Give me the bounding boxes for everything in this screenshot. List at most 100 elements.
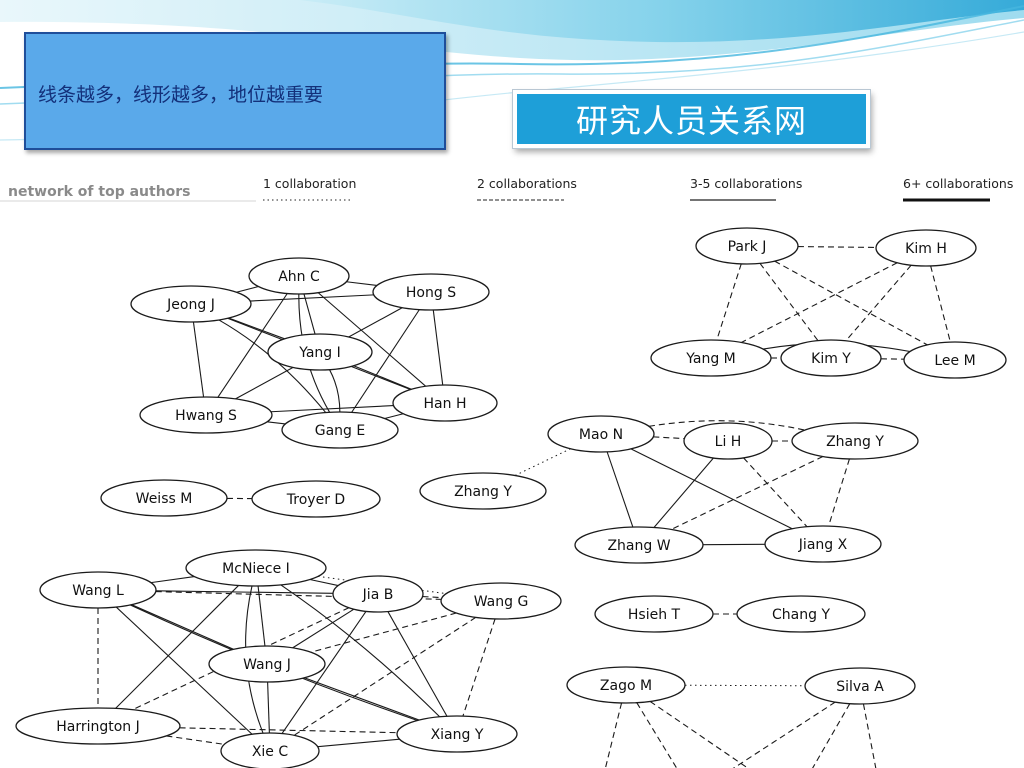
node-gang-e: Gang E <box>281 411 399 449</box>
node-ellipse-yang-m <box>650 339 772 377</box>
node-ellipse-wang-l <box>39 571 157 609</box>
node-weiss-m: Weiss M <box>100 479 228 517</box>
node-zhang-y-1: Zhang Y <box>791 422 919 460</box>
edge-kim-h-yang-m <box>741 262 898 343</box>
edge-kim-h-kim-y <box>845 264 912 342</box>
node-wang-g: Wang G <box>440 582 562 620</box>
node-ellipse-wang-j <box>208 645 326 683</box>
node-ellipse-harrington-j <box>15 707 181 745</box>
node-ellipse-park-j <box>695 227 799 265</box>
edge-zago-m-zago-out-a <box>604 702 623 768</box>
edge-wang-j-xie-c <box>267 681 270 734</box>
node-label-silva-a: Silva A <box>836 679 884 695</box>
node-ellipse-hsieh-t <box>594 595 714 633</box>
node-label-gang-e: Gang E <box>315 423 365 439</box>
node-label-xiang-y: Xiang Y <box>431 727 484 743</box>
edge-zago-m-zago-out-c <box>649 700 749 768</box>
node-mao-n: Mao N <box>547 415 655 453</box>
node-ellipse-weiss-m <box>100 479 228 517</box>
edge-ahn-c-yang-i <box>303 293 316 335</box>
edge-mcniece-i-wang-l <box>150 576 195 584</box>
node-label-hong-s: Hong S <box>406 285 456 301</box>
node-yang-m: Yang M <box>650 339 772 377</box>
legend-label-2: 2 collaborations <box>477 176 577 191</box>
node-ellipse-jeong-j <box>130 285 252 323</box>
edge-jia-b-wang-j <box>292 608 355 649</box>
edge-hwang-s-gang-e <box>266 421 286 425</box>
node-mcniece-i: McNiece I <box>185 549 327 587</box>
node-hwang-s: Hwang S <box>139 396 273 434</box>
legend-label-1: 1 collaboration <box>263 176 356 191</box>
node-ellipse-lee-m <box>903 341 1007 379</box>
edge-silva-a-silva-out-c <box>862 703 877 768</box>
edge-park-j-kim-y <box>759 263 819 341</box>
node-hsieh-t: Hsieh T <box>594 595 714 633</box>
node-label-xie-c: Xie C <box>252 744 289 760</box>
node-label-zhang-y-1: Zhang Y <box>826 434 884 450</box>
edge-hong-s-han-h <box>432 309 444 386</box>
edge-park-j-kim-h <box>797 246 877 248</box>
node-ellipse-hong-s <box>372 273 490 311</box>
node-ahn-c: Ahn C <box>248 257 350 295</box>
edge-ahn-c-hong-s <box>346 281 378 286</box>
node-ellipse-zhang-y-1 <box>791 422 919 460</box>
node-ellipse-zhang-w <box>574 526 704 564</box>
legend-label-4: 6+ collaborations <box>903 176 1013 191</box>
edge-hwang-s-han-h <box>270 405 394 413</box>
node-ellipse-troyer-d <box>251 480 381 518</box>
edge-wang-l-jia-b <box>155 590 334 594</box>
edge-wang-l-xie-c <box>115 606 253 735</box>
node-troyer-d: Troyer D <box>251 480 381 518</box>
node-label-yang-i: Yang I <box>298 345 341 361</box>
node-label-weiss-m: Weiss M <box>136 491 193 507</box>
node-jia-b: Jia B <box>332 575 424 613</box>
edge-harrington-j-xiang-y <box>179 727 398 734</box>
slide-title: 研究人员关系网 <box>575 102 807 140</box>
node-label-harrington-j: Harrington J <box>56 719 140 735</box>
node-wang-j: Wang J <box>208 645 326 683</box>
node-label-mcniece-i: McNiece I <box>222 561 290 577</box>
edge-zago-m-silva-a <box>684 684 806 687</box>
edge-mao-n-li-h <box>653 436 685 440</box>
node-hong-s: Hong S <box>372 273 490 311</box>
node-ellipse-jiang-x <box>764 525 882 563</box>
node-label-hwang-s: Hwang S <box>175 408 237 424</box>
node-kim-h: Kim H <box>875 229 977 267</box>
edge-harrington-j-xie-c <box>166 735 225 745</box>
edge-mao-n-zhang-w <box>606 451 634 528</box>
node-xie-c: Xie C <box>220 732 320 768</box>
edge-jia-b-wang-g <box>422 595 443 599</box>
node-label-zhang-y-2: Zhang Y <box>454 484 512 500</box>
edge-park-j-yang-m <box>716 263 742 341</box>
title-box: 研究人员关系网 <box>513 90 870 148</box>
node-label-troyer-d: Troyer D <box>286 492 345 508</box>
node-zhang-w: Zhang W <box>574 526 704 564</box>
node-label-wang-g: Wang G <box>474 594 529 610</box>
edge-jeong-j-hwang-s <box>192 321 205 398</box>
node-ellipse-hwang-s <box>139 396 273 434</box>
edge-gang-e-han-h <box>384 413 404 420</box>
node-ellipse-jia-b <box>332 575 424 613</box>
node-label-zago-m: Zago M <box>600 678 652 694</box>
edge-mcniece-i-jia-b <box>309 578 339 587</box>
node-ellipse-gang-e <box>281 411 399 449</box>
node-chang-y: Chang Y <box>736 595 866 633</box>
node-ellipse-ahn-c <box>248 257 350 295</box>
edge-wang-g-wang-j <box>310 612 457 653</box>
edge-kim-h-lee-m <box>930 265 951 343</box>
node-harrington-j: Harrington J <box>15 707 181 745</box>
edge-xie-c-xiang-y <box>317 738 400 748</box>
node-ellipse-xie-c <box>220 732 320 768</box>
node-label-jeong-j: Jeong J <box>166 297 215 313</box>
edge-mcniece-i-harrington-j <box>115 585 239 709</box>
node-xiang-y: Xiang Y <box>396 715 518 753</box>
node-wang-l: Wang L <box>39 571 157 609</box>
node-label-yang-m: Yang M <box>685 351 736 367</box>
node-zago-m: Zago M <box>566 666 686 704</box>
node-jiang-x: Jiang X <box>764 525 882 563</box>
node-zhang-y-2: Zhang Y <box>419 472 547 510</box>
node-ellipse-wang-g <box>440 582 562 620</box>
legend-label-3: 3-5 collaborations <box>690 176 802 191</box>
edge-li-h-zhang-w <box>653 457 714 528</box>
